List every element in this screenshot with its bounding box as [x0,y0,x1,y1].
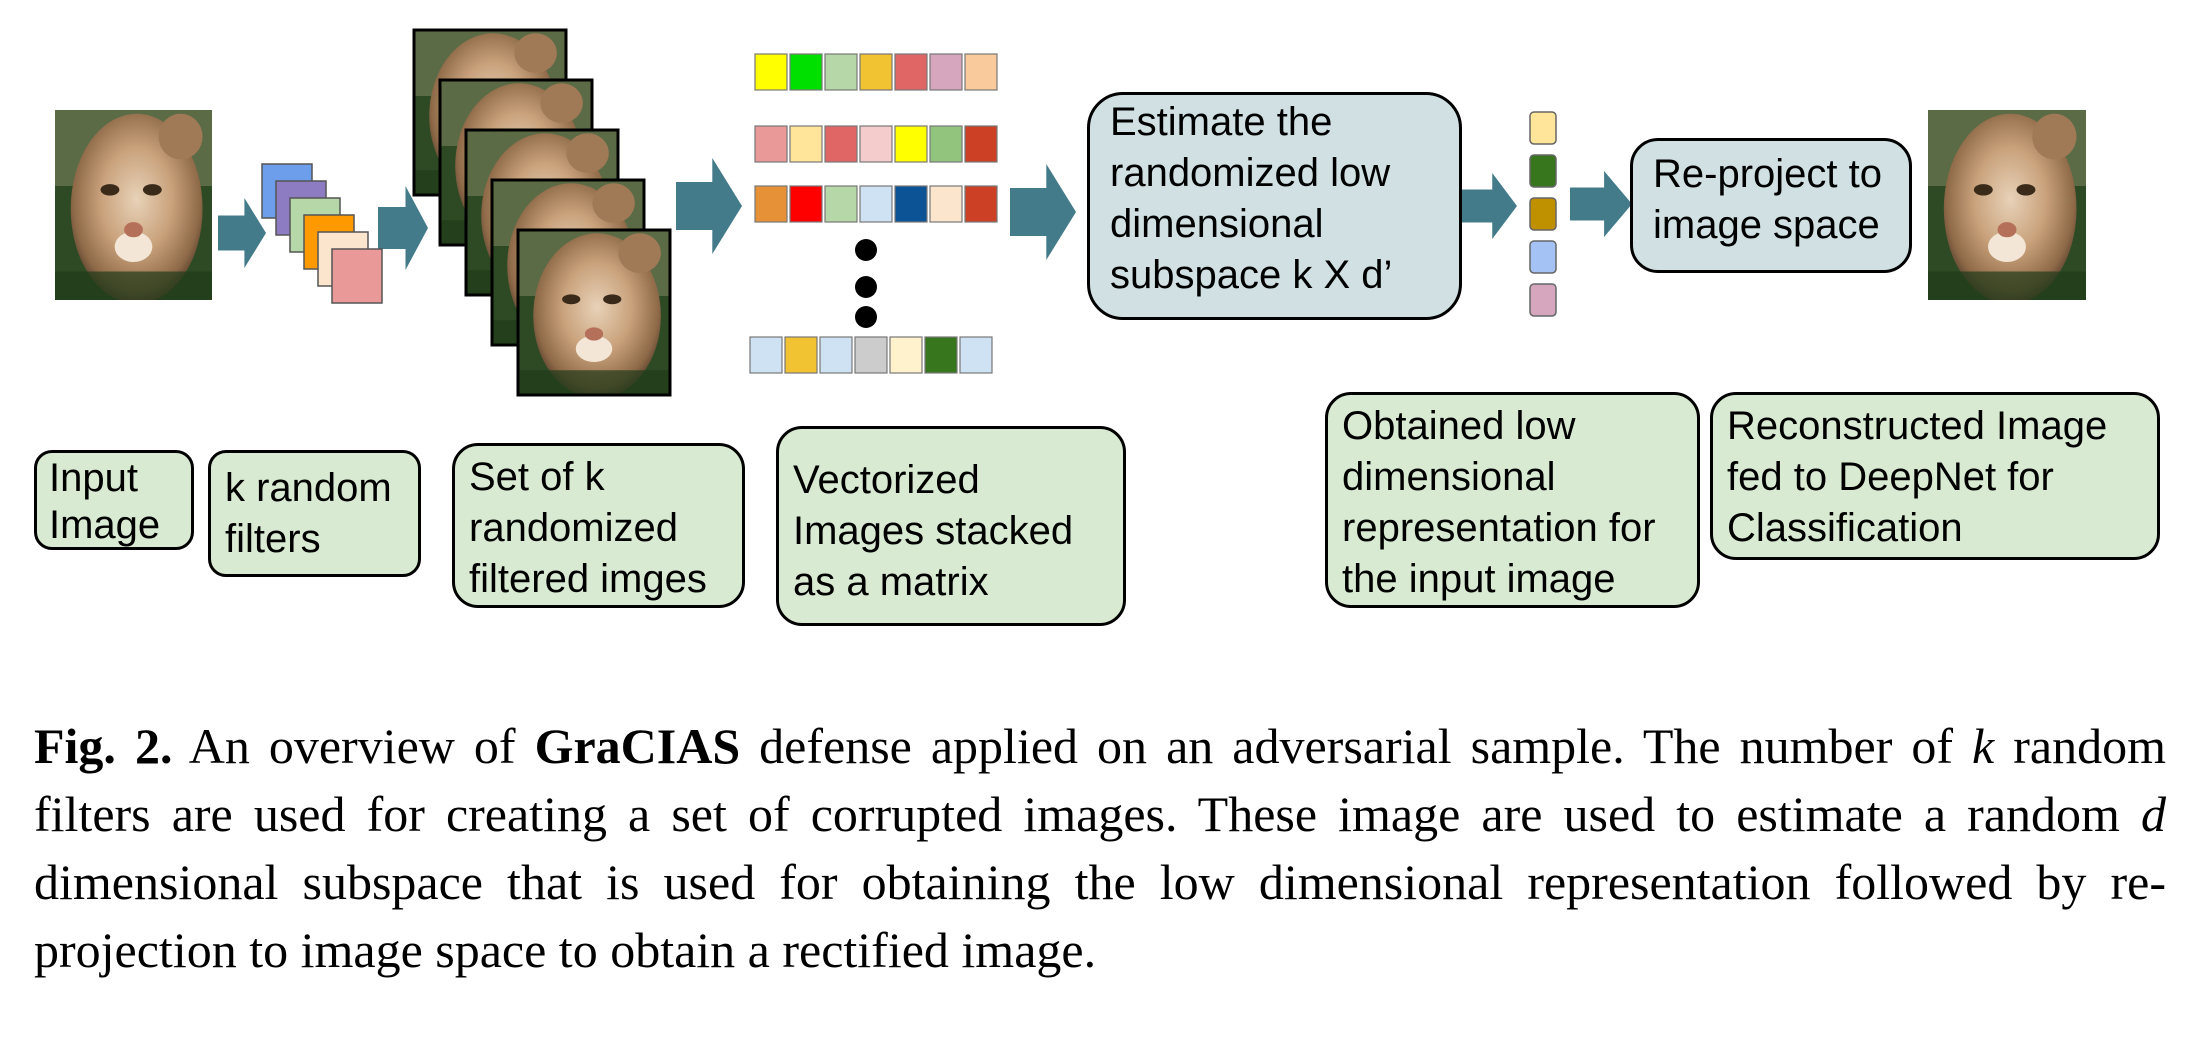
flow-arrows [218,158,1632,270]
random-filters-label: k random filters [208,450,421,577]
matrix-cell [749,336,783,374]
matrix-cell [859,185,893,223]
flow-arrow [676,158,742,254]
flow-arrow [1570,171,1632,237]
vectorized-images-label: Vectorized Images stacked as a matrix [776,426,1126,626]
input-image [55,110,212,300]
matrix-cell [824,185,858,223]
matrix-cell [959,336,993,374]
matrix-cell [929,125,963,163]
matrix-ellipsis [855,239,877,328]
flow-arrow [218,198,266,268]
matrix-cell [789,125,823,163]
vectorized-matrix [749,53,998,374]
filtered-images-label: Set of k randomized filtered imges [452,443,745,608]
matrix-cell [784,336,818,374]
matrix-cell [964,185,998,223]
matrix-cell [824,53,858,91]
caption-text-b: defense applied on an adversarial sample… [740,718,1973,774]
reconstructed-image-label: Reconstructed Image fed to DeepNet for C… [1710,392,2160,560]
matrix-cell [819,336,853,374]
input-image-label: Input Image [34,450,194,550]
low-dim-representation-label: Obtained low dimensional representation … [1325,392,1700,608]
reconstructed-image [1928,110,2086,300]
lowdim-cell [1529,111,1557,145]
matrix-cell [859,53,893,91]
matrix-cell [929,185,963,223]
matrix-cell [789,53,823,91]
low-dim-vector [1529,111,1557,317]
figure-caption: Fig. 2. An overview of GraCIAS defense a… [34,712,2166,984]
flow-arrow [1462,173,1517,239]
matrix-cell [889,336,923,374]
matrix-cell [929,53,963,91]
caption-text-d: dimensional subspace that is used for ob… [34,854,2166,978]
matrix-cell [894,185,928,223]
filtered-image [518,230,670,395]
lowdim-cell [1529,240,1557,274]
matrix-cell [824,125,858,163]
flow-arrow [1010,164,1076,260]
reproject-box: Re-project to image space [1630,138,1912,273]
matrix-cell [854,336,888,374]
matrix-cell [859,125,893,163]
pipeline-diagram [55,28,2086,397]
matrix-cell [754,185,788,223]
random-filters-stack [261,163,383,304]
caption-var-k: k [1972,718,1995,774]
caption-fig-label: Fig. 2. [34,718,173,774]
matrix-cell [789,185,823,223]
caption-text-a: An overview of [172,718,535,774]
caption-method-name: GraCIAS [534,718,741,774]
matrix-cell [964,125,998,163]
estimate-subspace-box: Estimate the randomized low dimensional … [1087,92,1462,320]
caption-text-c: random filters are used for creating a s… [34,718,2166,842]
matrix-cell [894,125,928,163]
filter-square [331,248,383,304]
lowdim-cell [1529,283,1557,317]
matrix-cell [924,336,958,374]
matrix-cell [754,53,788,91]
matrix-cell [754,125,788,163]
caption-var-d: d [2141,786,2166,842]
flow-arrow [378,186,428,270]
matrix-cell [894,53,928,91]
matrix-cell [964,53,998,91]
lowdim-cell [1529,197,1557,231]
filtered-images-stack [412,28,672,397]
filtered-image-border [516,228,672,397]
lowdim-cell [1529,154,1557,188]
